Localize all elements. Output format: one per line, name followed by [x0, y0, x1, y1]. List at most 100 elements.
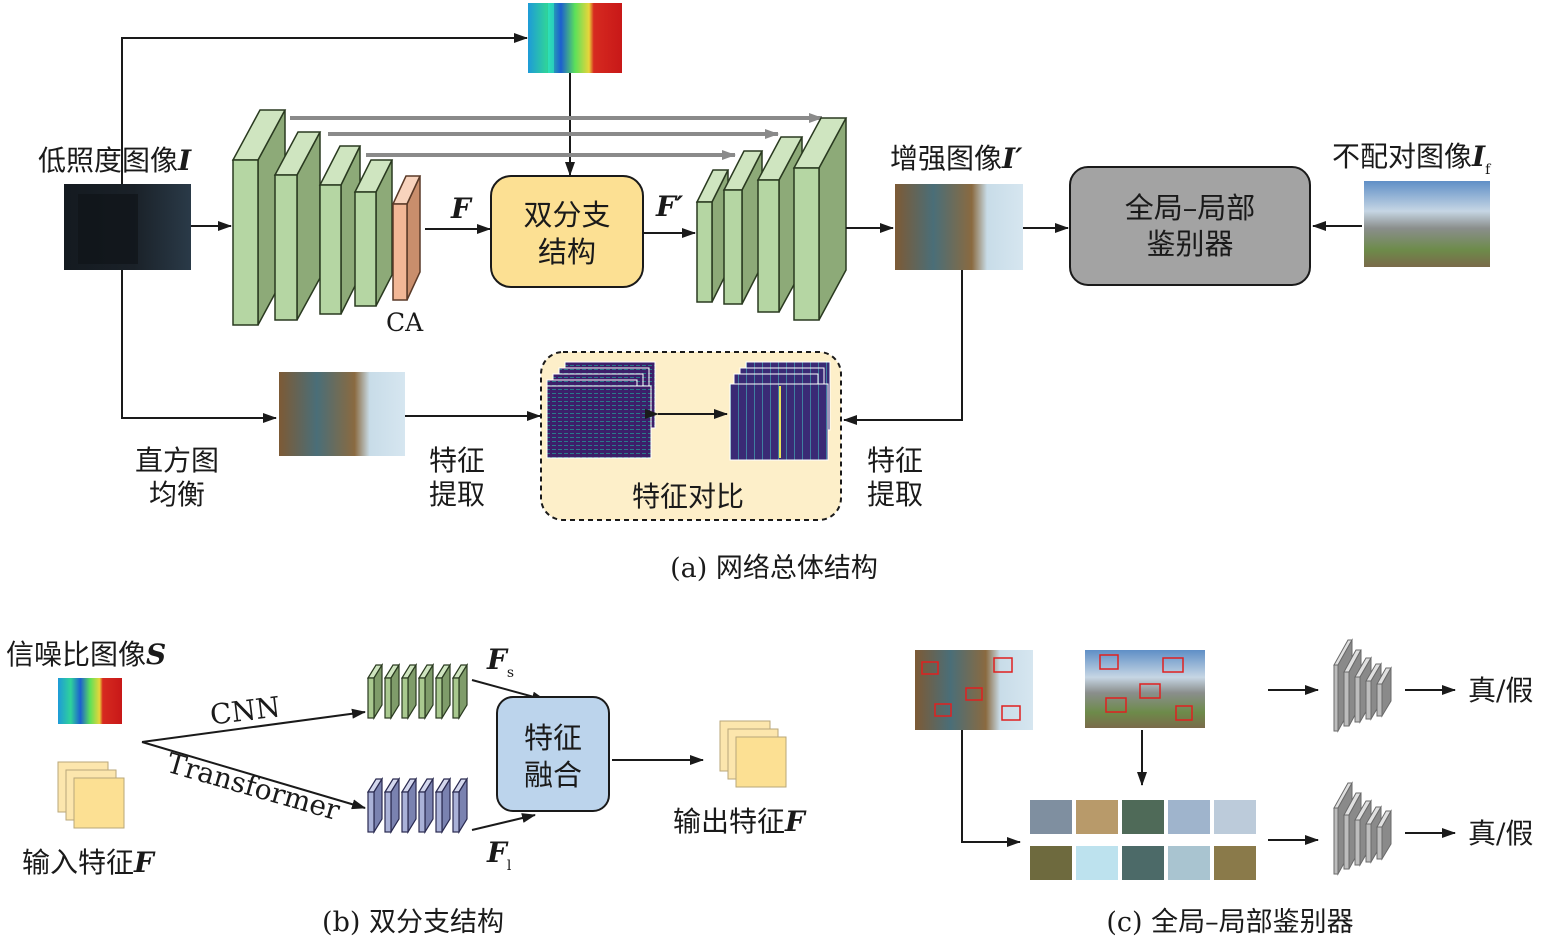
transformer-block-5 — [434, 776, 452, 835]
discriminator-box — [1069, 166, 1311, 286]
enhanced-image-patches — [921, 657, 1021, 721]
discriminator-label-2: 鉴别器 — [1146, 227, 1233, 261]
encoder-block-3 — [319, 184, 342, 315]
ca-label: CA — [386, 308, 424, 337]
transformer-block-4 — [417, 776, 435, 835]
extract-right-label-1: 特征 — [867, 444, 923, 477]
snr-image — [58, 678, 122, 724]
part-a: 低照度图像I CA — [38, 3, 1492, 584]
arrow-to-heatmap — [121, 33, 528, 184]
patch-tile — [1214, 846, 1256, 880]
global-discriminator — [1333, 638, 1392, 733]
output-feature-layer-3 — [735, 736, 787, 788]
unpaired-image-small — [1085, 650, 1205, 728]
extract-left-label-1: 特征 — [429, 444, 485, 477]
dual-branch-box — [490, 175, 644, 288]
patch-tile — [1122, 846, 1164, 880]
low-light-image-shelf — [78, 194, 138, 264]
heatmap-image — [528, 3, 622, 73]
patch-box — [1175, 705, 1193, 721]
enhanced-image-label: 增强图像I′ — [890, 142, 1023, 175]
patch-box — [965, 687, 983, 701]
patch-tile — [1076, 800, 1118, 834]
decoder-block-2 — [723, 189, 743, 305]
input-feature-label: 输入特征F — [22, 846, 156, 879]
decoder-blocks — [695, 117, 848, 321]
histeq-image — [279, 372, 405, 456]
fl-label: Fl — [486, 836, 512, 874]
output-feature-label: 输出特征F — [673, 805, 807, 838]
heatmap-stripe — [548, 3, 554, 73]
arrow-enhanced-to-patches — [961, 730, 1021, 847]
fusion-label-2: 融合 — [524, 758, 582, 792]
decoder-block-4 — [793, 167, 820, 321]
feature-map-left-5 — [546, 385, 652, 459]
snr-image-label: 信噪比图像S — [6, 638, 166, 671]
fusion-label-1: 特征 — [524, 721, 582, 755]
discriminator-label-1: 全局–局部 — [1125, 191, 1256, 225]
cnn-blocks — [366, 662, 469, 721]
transformer-label: Transformer — [163, 746, 344, 827]
patch-box — [921, 661, 939, 675]
cnn-block-5 — [434, 662, 452, 721]
skip-connections — [290, 113, 823, 160]
feature-fusion-box — [496, 696, 610, 812]
extract-right-label-2: 提取 — [867, 478, 923, 511]
patch-tile — [1030, 846, 1072, 880]
disc-layer — [1376, 666, 1392, 718]
patch-box — [993, 657, 1013, 673]
feature-f-prime-label: F′ — [655, 190, 684, 223]
enhanced-image — [895, 184, 1023, 270]
patch-grid — [1030, 800, 1256, 880]
transformer-block-1 — [366, 776, 384, 835]
dual-branch-label-2: 结构 — [538, 235, 596, 269]
patch-tile — [1214, 800, 1256, 834]
part-c: 真/假 真/假 (c) 全局–局部鉴别器 — [915, 638, 1533, 938]
histeq-label-2: 均衡 — [149, 478, 205, 511]
output-feature-stack — [719, 720, 787, 788]
input-image-label: 低照度图像I — [38, 144, 192, 177]
cnn-block-6 — [451, 662, 469, 721]
decoder-block-1 — [696, 201, 713, 303]
transformer-block-3 — [400, 776, 418, 835]
patch-box — [1162, 657, 1184, 673]
unpaired-image — [1364, 181, 1490, 267]
input-feature-layer-3 — [73, 777, 125, 829]
feature-maps-right — [729, 361, 831, 461]
patch-tile — [1168, 800, 1210, 834]
disc-layer — [1365, 805, 1382, 864]
decoder-block-3 — [757, 179, 780, 313]
cnn-block-3 — [400, 662, 418, 721]
real-fake-top-label: 真/假 — [1468, 674, 1533, 707]
unpaired-image-label: 不配对图像If — [1332, 140, 1492, 178]
histeq-label-1: 直方图 — [135, 444, 219, 477]
arrow-to-transformer — [141, 741, 366, 810]
patch-box — [1139, 683, 1161, 699]
encoder-block-4 — [354, 191, 377, 307]
input-feature-stack — [57, 761, 125, 829]
patch-box — [1001, 705, 1021, 721]
patch-tile — [1168, 846, 1210, 880]
patch-tile — [1076, 846, 1118, 880]
cnn-block-2 — [383, 662, 401, 721]
dual-branch-label-1: 双分支 — [523, 198, 610, 232]
patch-tile — [1030, 800, 1072, 834]
arrow-to-histeq — [121, 270, 277, 423]
transformer-blocks — [366, 776, 469, 835]
encoder-block-1 — [232, 159, 259, 326]
transformer-block-6 — [451, 776, 469, 835]
patch-box — [1099, 654, 1119, 670]
arrow-transformer-to-fusion — [471, 813, 536, 831]
cnn-block-4 — [417, 662, 435, 721]
feature-maps-left — [546, 361, 656, 459]
local-discriminator — [1333, 781, 1392, 876]
unpaired-image-patches — [1099, 654, 1193, 721]
fs-label: Fs — [486, 643, 514, 681]
encoder-block-2 — [274, 174, 298, 321]
arrow-enhanced-to-contrast — [843, 270, 963, 425]
patch-tile — [1122, 800, 1164, 834]
feature-f-label: F — [450, 192, 473, 225]
ca-block — [392, 203, 408, 301]
patch-box — [1105, 697, 1127, 713]
